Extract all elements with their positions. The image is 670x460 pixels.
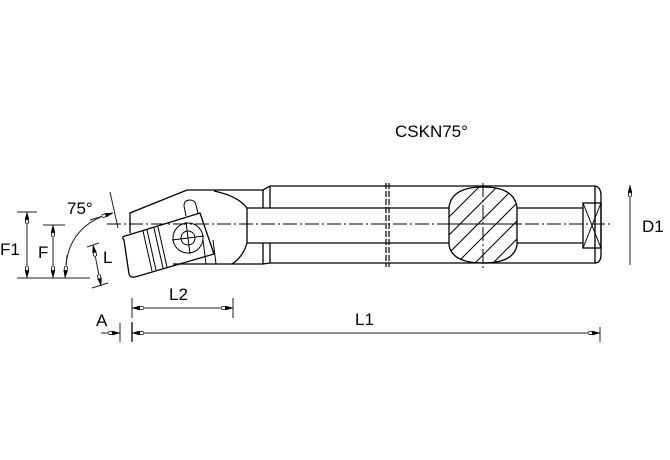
break-lines <box>385 183 390 267</box>
insert <box>122 199 217 278</box>
label-d1: D1 <box>642 217 664 236</box>
dimension-f: F <box>38 224 65 278</box>
label-angle: 75° <box>67 199 93 218</box>
cross-section <box>445 183 521 268</box>
label-a: A <box>96 311 108 330</box>
clamp-screw-icon <box>172 222 204 254</box>
label-f1: F1 <box>0 240 20 259</box>
dimension-l2: L2 <box>131 285 234 318</box>
shank <box>247 185 602 264</box>
label-l1: L1 <box>355 310 374 329</box>
dimension-a: A <box>96 311 121 342</box>
tool-designation-title: CSKN75° <box>395 122 468 141</box>
dimension-l: L <box>86 242 112 289</box>
clamp-nub <box>183 199 199 217</box>
tool-head <box>129 185 271 265</box>
end-flat <box>582 202 602 249</box>
label-f: F <box>38 243 48 262</box>
dimension-d1: D1 <box>630 185 664 265</box>
label-l: L <box>103 248 112 267</box>
dimension-angle: 75° <box>65 191 119 278</box>
dimension-l1: L1 <box>131 310 601 342</box>
label-l2: L2 <box>169 285 188 304</box>
